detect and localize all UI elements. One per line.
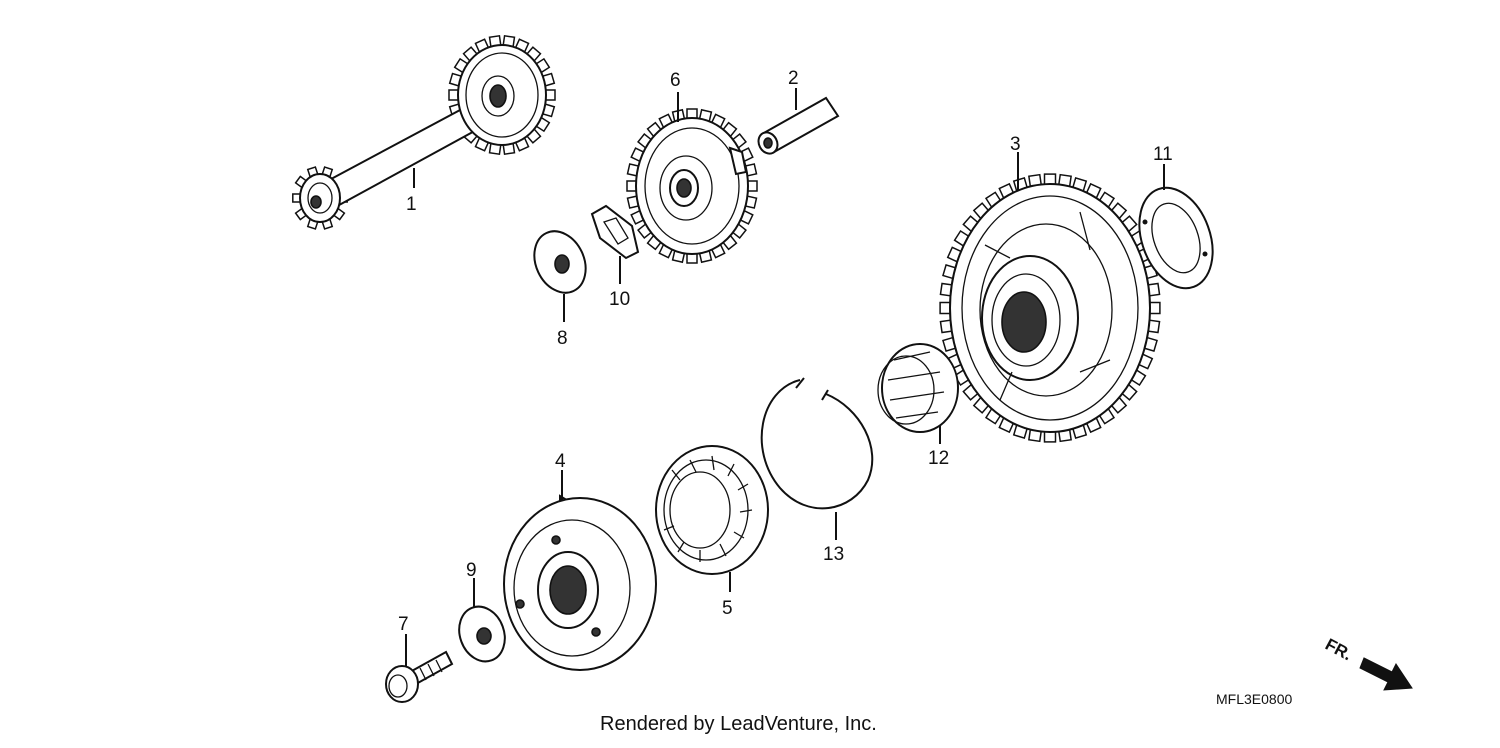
part-labels: 1 2 3 4 5 6 7 8 9 10 11 12 13 bbox=[398, 68, 1173, 635]
starter-driven-gear bbox=[949, 183, 1151, 433]
lock-washer-10 bbox=[590, 204, 640, 260]
part-label-9: 9 bbox=[466, 560, 477, 581]
part-label-1: 1 bbox=[406, 194, 417, 215]
washer-9 bbox=[458, 605, 506, 663]
shaft-gear-assembly bbox=[299, 44, 547, 223]
front-label: FR. bbox=[1322, 635, 1355, 665]
leader-lines bbox=[405, 88, 1165, 666]
part-label-10: 10 bbox=[609, 289, 630, 310]
part-label-8: 8 bbox=[557, 328, 568, 349]
clutch-outer bbox=[503, 494, 657, 671]
snap-ring bbox=[760, 377, 874, 510]
part-label-12: 12 bbox=[928, 448, 949, 469]
one-way-clutch bbox=[655, 445, 769, 575]
front-arrow-icon bbox=[1359, 657, 1413, 691]
washer-8 bbox=[533, 230, 587, 294]
part-label-6: 6 bbox=[670, 70, 681, 91]
part-label-11: 11 bbox=[1153, 144, 1173, 165]
needle-bearing bbox=[877, 343, 959, 433]
render-credit: Rendered by LeadVenture, Inc. bbox=[600, 713, 877, 735]
part-label-13: 13 bbox=[823, 544, 844, 565]
part-label-3: 3 bbox=[1010, 134, 1021, 155]
front-direction-indicator: FR. bbox=[1322, 635, 1413, 691]
bolt bbox=[385, 650, 454, 703]
thrust-washer-11 bbox=[1138, 186, 1214, 290]
part-label-7: 7 bbox=[398, 614, 409, 635]
idler-gear bbox=[635, 117, 749, 255]
part-label-5: 5 bbox=[722, 598, 733, 619]
part-label-2: 2 bbox=[788, 68, 799, 89]
pin bbox=[757, 96, 840, 155]
part-label-4: 4 bbox=[555, 451, 566, 472]
diagram-code: MFL3E0800 bbox=[1216, 691, 1292, 707]
